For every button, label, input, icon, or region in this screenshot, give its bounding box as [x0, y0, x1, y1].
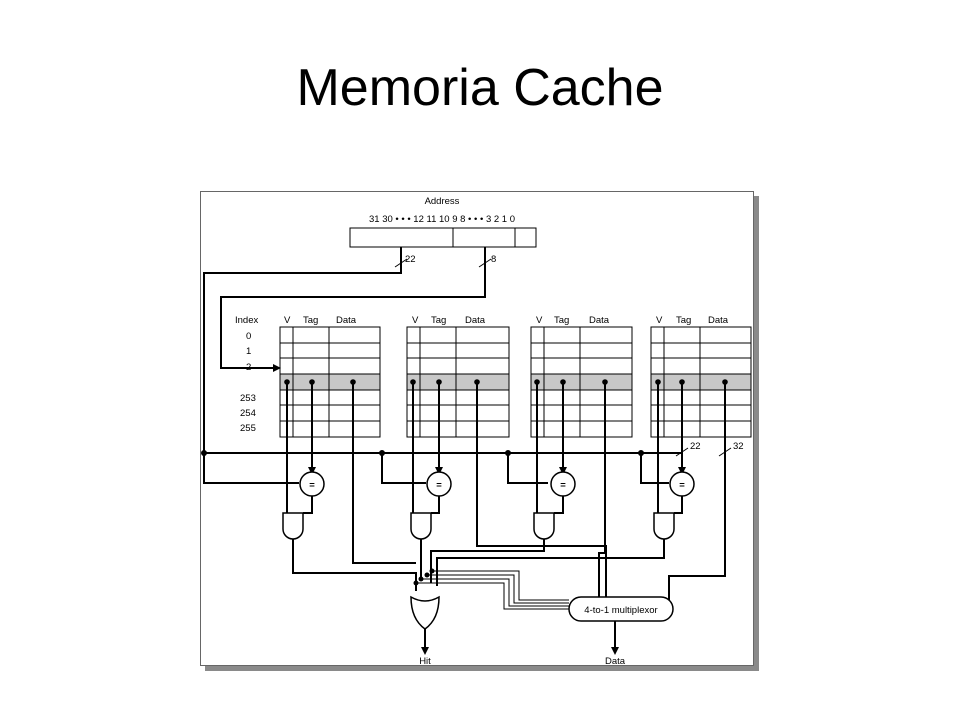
multiplexor — [568, 596, 674, 622]
way-header-tag: Tag — [431, 315, 446, 326]
compare-out — [431, 496, 440, 514]
mux-label: 4-to-1 multiplexor — [584, 605, 657, 616]
data-output-label: Data — [605, 656, 626, 667]
hit-line — [292, 539, 417, 591]
index-arrow — [273, 364, 281, 372]
way-header-v: V — [284, 315, 291, 326]
index-bus-slash — [478, 258, 492, 268]
way-header-data: Data — [336, 315, 357, 326]
tag-bus-junction-2 — [505, 450, 511, 456]
hit-line — [436, 539, 665, 586]
cache-way-1: V Tag Data = — [406, 315, 607, 601]
index-header: Index — [235, 315, 258, 326]
tag-bus-branch-2 — [507, 453, 548, 484]
comparator-symbol: = — [560, 480, 566, 491]
index-value: 2 — [246, 362, 251, 373]
comparator-symbol: = — [309, 480, 315, 491]
tag-bus-junction — [201, 450, 207, 456]
index-value: 1 — [246, 346, 251, 357]
selected-row — [280, 374, 380, 390]
way-header-tag: Tag — [303, 315, 318, 326]
data-output-arrow — [611, 647, 619, 655]
hit-output-arrow — [421, 647, 429, 655]
data-line — [668, 382, 726, 601]
way-table — [279, 326, 381, 438]
index-bus — [220, 247, 486, 369]
bit-positions: 31 30 • • • 12 11 10 9 8 • • • 3 2 1 0 — [369, 214, 515, 225]
way-header-tag: Tag — [676, 315, 691, 326]
and-gate — [533, 512, 555, 540]
tag-width-label: 22 — [405, 254, 416, 265]
cache-diagram: Address 31 30 • • • 12 11 10 9 8 • • • 3… — [201, 196, 752, 667]
data-line — [352, 382, 416, 564]
cache-way-2: V Tag Data = — [430, 315, 633, 601]
index-value: 254 — [240, 408, 256, 419]
and-gate — [653, 512, 675, 540]
and-gate — [282, 512, 304, 540]
mux-select-lines — [413, 568, 569, 610]
tag-bus — [203, 247, 402, 484]
way-header-v: V — [412, 315, 419, 326]
data-line — [598, 382, 606, 601]
address-register — [349, 227, 537, 248]
index-width-label: 8 — [491, 254, 496, 265]
or-gate — [410, 595, 440, 630]
comparator-symbol: = — [436, 480, 442, 491]
comparator-symbol: = — [679, 480, 685, 491]
tag-bus-slash — [394, 258, 408, 268]
way-header-data: Data — [589, 315, 610, 326]
selected-row — [651, 374, 751, 390]
compare-out — [303, 496, 313, 514]
way-table — [650, 326, 752, 438]
address-label: Address — [425, 196, 460, 207]
compare-width-label: 22 — [690, 441, 701, 452]
way-header-v: V — [536, 315, 543, 326]
tag-bus-branch-3 — [640, 453, 669, 484]
hit-label: Hit — [419, 656, 431, 667]
way-table — [530, 326, 633, 438]
and-gate — [410, 512, 432, 540]
index-value: 255 — [240, 423, 256, 434]
way-header-data: Data — [465, 315, 486, 326]
tag-bus-junction-3 — [638, 450, 644, 456]
way-header-v: V — [656, 315, 663, 326]
data-width-label: 32 — [733, 441, 744, 452]
diagram-frame: Address 31 30 • • • 12 11 10 9 8 • • • 3… — [200, 191, 754, 667]
way-header-data: Data — [708, 315, 729, 326]
tag-bus-branch-1 — [381, 453, 426, 484]
selected-row — [531, 374, 632, 390]
hit-line — [430, 539, 545, 583]
index-value: 0 — [246, 331, 251, 342]
way-table — [406, 326, 510, 438]
compare-out — [674, 496, 683, 514]
selected-row — [407, 374, 509, 390]
way-header-tag: Tag — [554, 315, 569, 326]
data-line — [476, 382, 607, 601]
slide-title: Memoria Cache — [296, 59, 664, 117]
tag-bus-junction-1 — [379, 450, 385, 456]
index-value: 253 — [240, 393, 256, 404]
compare-out — [554, 496, 564, 514]
cache-way-3: V Tag Data 22 32 = — [436, 315, 752, 601]
